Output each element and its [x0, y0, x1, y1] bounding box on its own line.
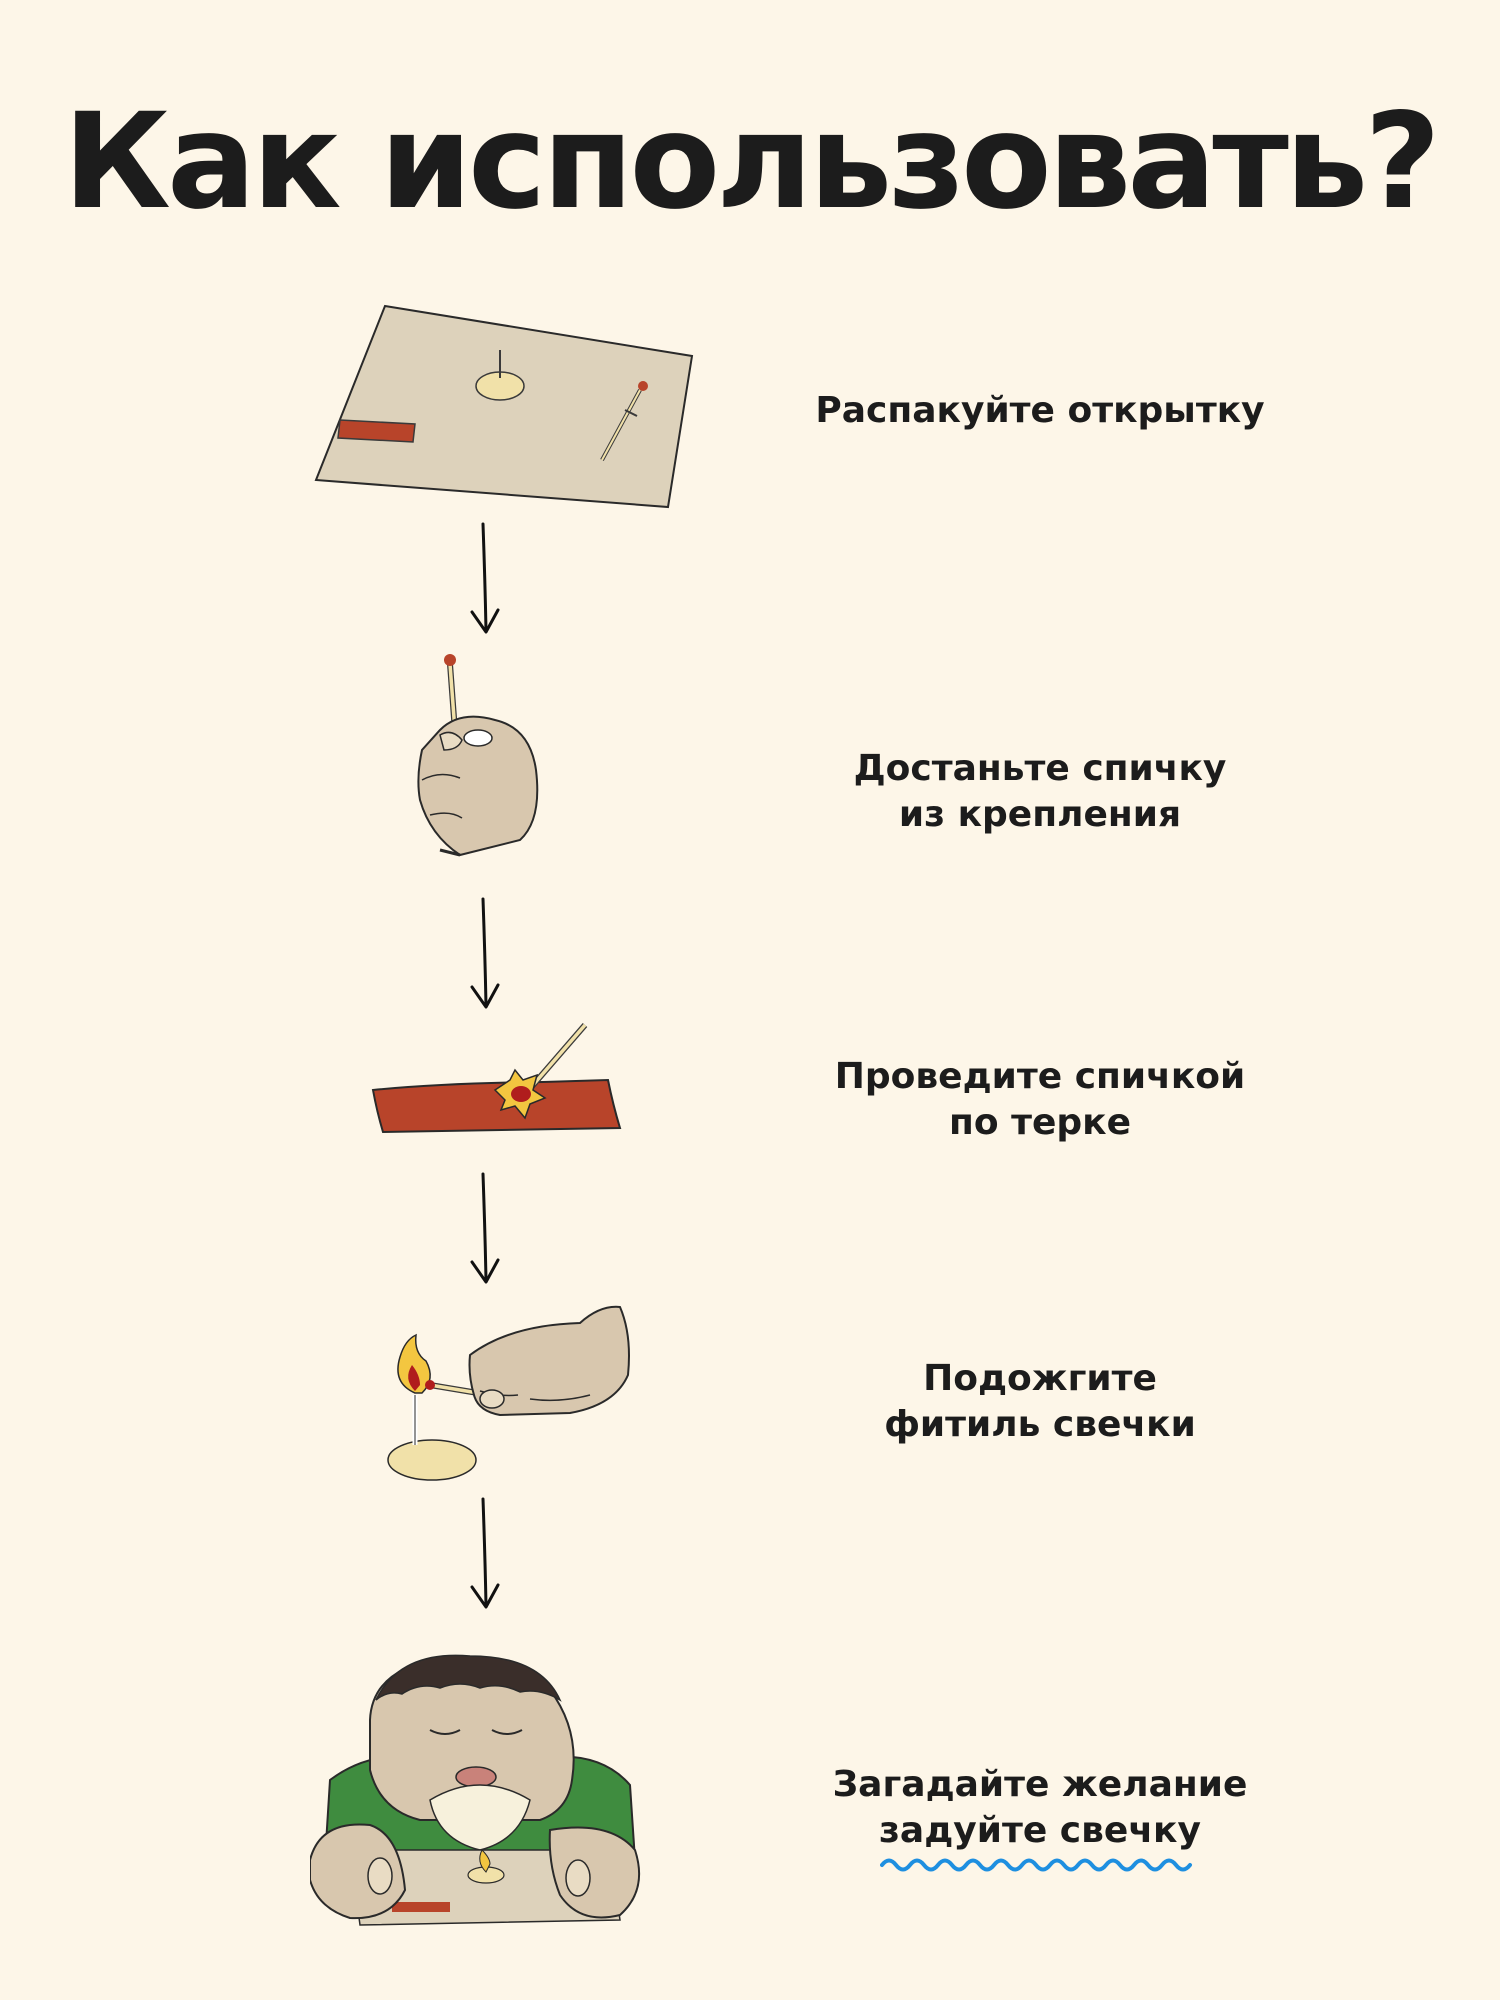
arrow-down-icon — [455, 520, 515, 640]
unfolded-card-illustration — [310, 300, 700, 510]
step-5-line-1: Загадайте желание — [780, 1762, 1300, 1808]
arrow-down-icon — [455, 1495, 515, 1615]
step-2-text: Достаньте спичку из крепления — [780, 746, 1300, 838]
step-3-text: Проведите спичкой по терке — [780, 1054, 1300, 1146]
step-2-line-1: Достаньте спичку — [780, 746, 1300, 792]
step-2-line-2: из крепления — [780, 792, 1300, 838]
match-on-striker-illustration — [365, 1020, 625, 1135]
step-5-text: Загадайте желание задуйте свечку — [780, 1762, 1300, 1854]
step-3-line-2: по терке — [780, 1100, 1300, 1146]
step-4-text: Подожгите фитиль свечки — [780, 1356, 1300, 1448]
page-title: Как использовать? — [0, 82, 1500, 242]
step-3-line-1: Проведите спичкой — [780, 1054, 1300, 1100]
step-1-line-1: Распакуйте открытку — [780, 388, 1300, 434]
wavy-underline-icon — [880, 1854, 1200, 1876]
step-1-text: Распакуйте открытку — [780, 388, 1300, 434]
step-4-line-2: фитиль свечки — [780, 1402, 1300, 1448]
step-4-line-1: Подожгите — [780, 1356, 1300, 1402]
hand-holding-match-illustration — [400, 650, 570, 860]
lighting-candle-illustration — [370, 1295, 640, 1490]
person-blowing-candle-illustration — [310, 1650, 650, 1930]
arrow-down-icon — [455, 895, 515, 1015]
arrow-down-icon — [455, 1170, 515, 1290]
step-5-line-2: задуйте свечку — [780, 1808, 1300, 1854]
